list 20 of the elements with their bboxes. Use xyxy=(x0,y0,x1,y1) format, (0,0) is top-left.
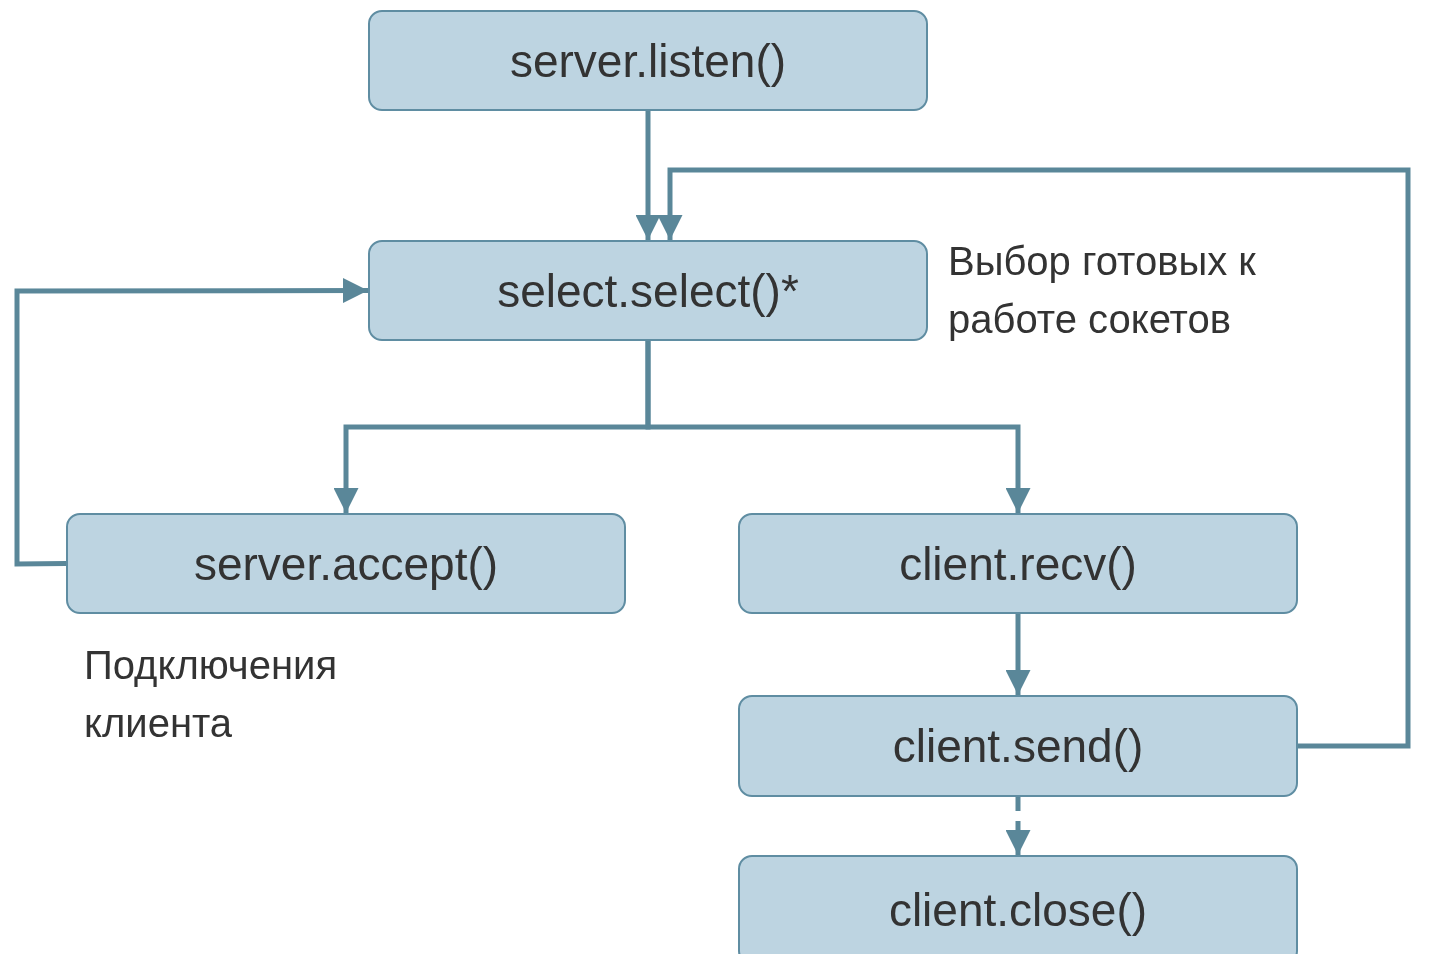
arrow xyxy=(14,278,368,567)
node-label: client.recv() xyxy=(899,536,1137,591)
process-box xyxy=(368,240,928,341)
node-label: server.listen() xyxy=(509,33,787,88)
arrow xyxy=(1005,797,1031,855)
process-box xyxy=(738,513,1298,614)
arrow xyxy=(635,111,661,240)
process-box xyxy=(368,10,928,111)
node-label: select.select()* xyxy=(497,263,799,318)
node-label: client.close() xyxy=(888,883,1148,937)
node-label: server.accept() xyxy=(193,536,499,591)
node-label: client.send() xyxy=(892,719,1144,773)
process-box xyxy=(738,695,1298,797)
arrow xyxy=(657,167,1411,749)
annotation-text: Выбор готовых к работе сокетов xyxy=(948,238,1257,343)
annotation-text: Подключения клиента xyxy=(84,642,339,747)
process-box xyxy=(66,513,626,614)
arrow xyxy=(645,341,1031,513)
arrow xyxy=(1005,614,1031,695)
process-box xyxy=(738,855,1298,954)
